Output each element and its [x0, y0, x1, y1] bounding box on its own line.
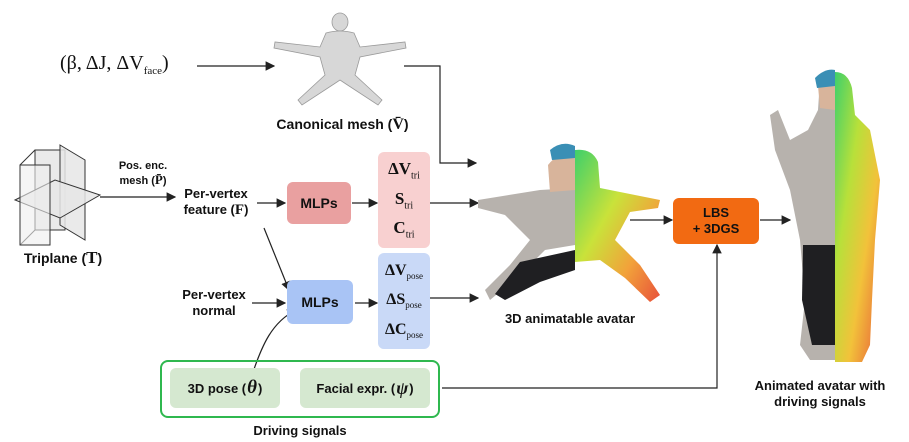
pose-label-text: 3D pose ( [187, 380, 247, 396]
facial-expr-block: Facial expr. (ψ) [300, 368, 430, 408]
canonical-label-text: Canonical mesh ( [276, 116, 393, 132]
facial-label-text: Facial expr. ( [316, 380, 396, 396]
canonical-mesh-label: Canonical mesh (V̄) [250, 116, 435, 133]
per-vertex-normal-label: Per-vertex normal [175, 287, 253, 319]
pose-offsets-box: ΔVpose ΔSpose ΔCpose [378, 253, 430, 349]
pose-sub-2: pose [406, 329, 424, 340]
lbs-line1: LBS [703, 205, 729, 220]
pose-item-1: ΔSpose [386, 291, 421, 310]
mlps-bottom-label: MLPs [301, 294, 339, 310]
tri-sub-1: tri [404, 200, 414, 212]
feature-line1: Per-vertex [184, 186, 248, 201]
tri-sub-2: tri [405, 229, 415, 241]
mlps-top-block: MLPs [287, 182, 351, 224]
mlps-top-label: MLPs [300, 195, 338, 211]
pose-item-0: ΔVpose [385, 262, 423, 281]
pos-enc-line2: mesh ( [119, 175, 155, 187]
pose-sym-0: ΔV [384, 262, 407, 280]
pose-sym-2: ΔC [384, 320, 407, 338]
pose-sym: θ [247, 377, 258, 398]
tri-item-0: ΔVtri [388, 159, 420, 181]
pos-enc-sym: P̄ [154, 172, 163, 187]
pose-item-2: ΔCpose [385, 321, 423, 340]
triplane-label-close: ) [97, 250, 103, 266]
animated-line2: driving signals [774, 394, 866, 409]
canonical-sym: V̄ [392, 116, 404, 133]
tri-sym-2: C [393, 218, 406, 238]
triplane-label: Triplane (T) [8, 248, 118, 267]
lbs-3dgs-block: LBS + 3DGS [673, 198, 759, 244]
feature-close: ) [244, 202, 249, 217]
feature-line2: feature ( [183, 202, 235, 217]
facial-label-close: ) [409, 380, 414, 396]
3d-pose-block: 3D pose (θ) [170, 368, 280, 408]
mlps-bottom-block: MLPs [287, 280, 353, 324]
pose-sym-1: ΔS [386, 291, 406, 309]
pose-sub-0: pose [406, 271, 424, 282]
tri-item-1: Stri [395, 189, 413, 211]
pos-enc-label: Pos. enc. mesh (P̄) [108, 160, 178, 188]
tri-item-2: Ctri [393, 218, 414, 240]
triplane-label-text: Triplane ( [23, 250, 87, 266]
feature-sym: F [234, 202, 245, 218]
driving-signals-label: Driving signals [253, 423, 347, 438]
shape-params-close: ) [162, 52, 169, 74]
tri-sym-1: S [394, 188, 405, 208]
triangle-attributes-box: ΔVtri Stri Ctri [378, 152, 430, 248]
shape-params-sub: face [143, 65, 162, 77]
animated-line1: Animated avatar with [754, 378, 886, 393]
facial-sym: ψ [396, 377, 409, 398]
normal-line2: normal [192, 303, 236, 318]
shape-params-text: (β, ΔJ, ΔV [60, 52, 144, 74]
pose-sub-1: pose [405, 300, 422, 311]
normal-line1: Per-vertex [182, 287, 246, 302]
tri-sub-0: tri [411, 170, 420, 182]
pos-enc-line1: Pos. enc. [118, 160, 168, 172]
pose-label-close: ) [258, 380, 263, 396]
triplane-sym: T [86, 248, 98, 267]
lbs-line2: + 3DGS [692, 221, 740, 236]
tri-sym-0: ΔV [388, 159, 412, 179]
pos-enc-close: ) [162, 175, 167, 187]
shape-params-label: (β, ΔJ, ΔVface) [60, 52, 169, 77]
canonical-label-close: ) [403, 116, 409, 132]
animated-avatar-label: Animated avatar with driving signals [735, 378, 905, 410]
animatable-avatar-label: 3D animatable avatar [504, 311, 636, 326]
per-vertex-feature-label: Per-vertex feature (F) [175, 186, 257, 218]
driving-signals-frame [160, 360, 440, 418]
